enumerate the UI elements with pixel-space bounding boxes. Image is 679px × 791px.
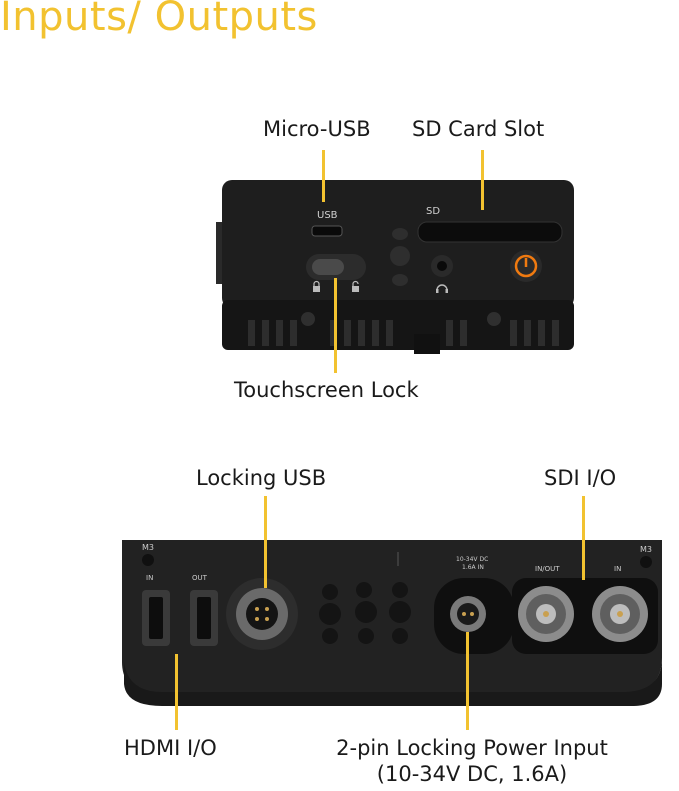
sdi-in-port	[592, 586, 648, 642]
callout-line-micro-usb	[322, 150, 325, 202]
hdmi-in-port	[142, 590, 170, 646]
callout-hdmi-io: HDMI I/O	[124, 736, 217, 760]
usb-printed-label: USB	[317, 210, 338, 221]
touchscreen-lock-switch	[306, 254, 366, 280]
callout-line-power-input	[466, 632, 469, 730]
sdi-in-printed: IN	[614, 565, 622, 573]
dc-printed-line1: 10-34V DC	[456, 556, 489, 563]
callout-locking-usb: Locking USB	[196, 466, 327, 490]
hdmi-in-printed: IN	[146, 574, 154, 582]
hdmi-out-printed: OUT	[192, 574, 207, 582]
callout-line-locking-usb	[264, 496, 267, 588]
control-buttons	[319, 582, 411, 644]
callout-line-sdi-io	[582, 496, 585, 580]
micro-usb-port	[311, 225, 343, 237]
callout-sdi-io: SDI I/O	[544, 466, 617, 490]
m3-left-printed: M3	[142, 543, 154, 552]
sdi-in-out-port	[518, 586, 574, 642]
sd-card-slot	[417, 221, 563, 243]
hdmi-out-port	[190, 590, 218, 646]
callout-power-input-line2: (10-34V DC, 1.6A)	[376, 762, 568, 786]
unlock-icon	[352, 280, 359, 292]
dc-printed-line2: 1.6A IN	[462, 564, 484, 571]
callout-line-touchscreen-lock	[334, 278, 337, 373]
callout-sd-card-slot: SD Card Slot	[412, 117, 545, 141]
lock-icon	[313, 280, 320, 292]
page-title: Inputs/ Outputs	[0, 0, 318, 40]
callout-line-sd-card-slot	[481, 150, 484, 210]
headphone-icon	[436, 284, 448, 293]
callout-line-hdmi-io	[175, 654, 178, 730]
sd-printed-label: SD	[426, 206, 441, 217]
locking-usb-port	[226, 578, 298, 650]
sdi-in-out-printed: IN/OUT	[535, 565, 560, 573]
callout-micro-usb: Micro-USB	[263, 117, 371, 141]
navigation-buttons	[390, 228, 410, 286]
callout-touchscreen-lock: Touchscreen Lock	[234, 378, 419, 402]
power-input-port	[434, 578, 514, 654]
m3-right-printed: M3	[640, 545, 652, 554]
callout-power-input-line1: 2-pin Locking Power Input	[336, 736, 608, 760]
